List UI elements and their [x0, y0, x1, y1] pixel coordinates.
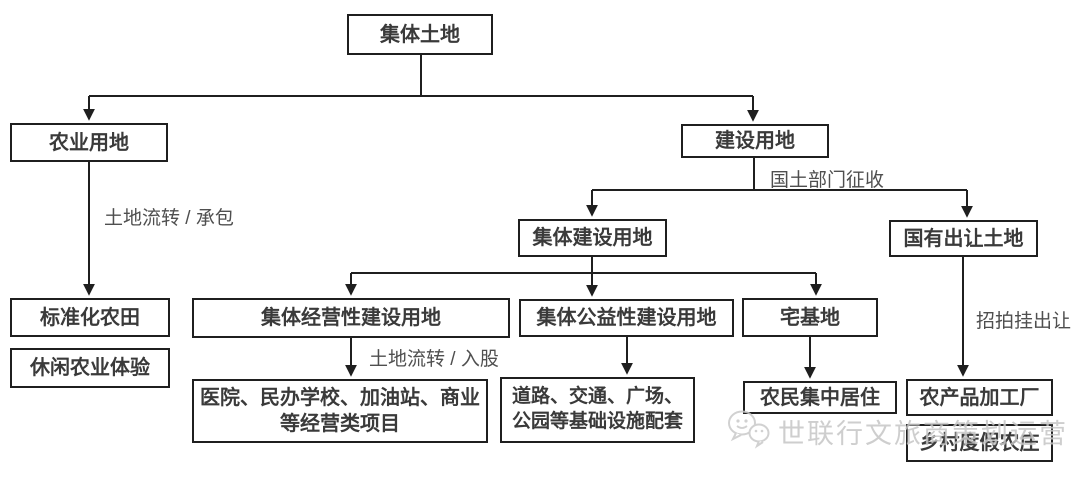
node-infrastructure: 道路、交通、广场、 公园等基础设施配套 [500, 377, 695, 443]
node-construction-land: 建设用地 [681, 124, 829, 158]
node-collective-operational-land: 集体经营性建设用地 [192, 298, 510, 338]
edge-label-bid-auction: 招拍挂出让 [976, 311, 1072, 332]
edge-label-expropriation: 国土部门征收 [770, 170, 885, 191]
edge-label-transfer-shares: 土地流转 / 入股 [369, 349, 499, 370]
node-farmer-housing: 农民集中居住 [743, 381, 897, 414]
node-collective-land: 集体土地 [347, 14, 493, 55]
edge-label-transfer-contract: 土地流转 / 承包 [104, 208, 234, 229]
node-homestead: 宅基地 [742, 298, 878, 337]
node-standardized-farmland: 标准化农田 [10, 298, 170, 337]
node-agri-processing: 农产品加工厂 [906, 379, 1053, 416]
node-leisure-agriculture: 休闲农业体验 [10, 348, 170, 388]
node-rural-resort: 乡村度假农庄 [906, 424, 1053, 462]
node-collective-construction-land: 集体建设用地 [518, 219, 667, 257]
node-state-granted-land: 国有出让土地 [889, 220, 1038, 257]
node-operational-projects: 医院、民办学校、加油站、商业 等经营类项目 [192, 379, 488, 443]
node-collective-public-land: 集体公益性建设用地 [519, 299, 734, 337]
node-agricultural-land: 农业用地 [10, 123, 168, 162]
